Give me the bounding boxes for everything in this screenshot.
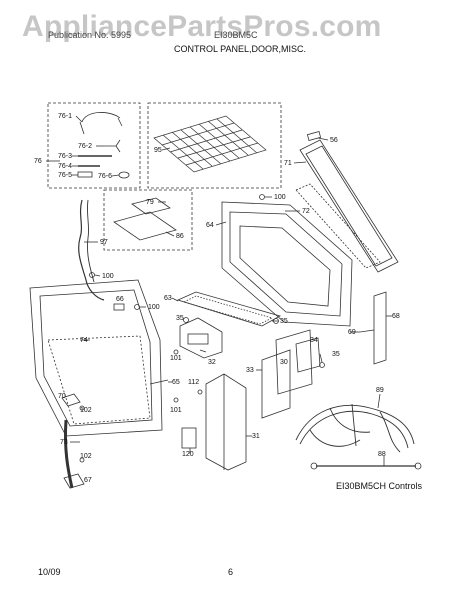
callout-120: 120 xyxy=(182,451,194,458)
callout-76-6: 76-6 xyxy=(98,173,112,180)
callout-97: 97 xyxy=(100,239,108,246)
callout-34: 34 xyxy=(310,337,318,344)
model-caption: EI30BM5CH Controls xyxy=(336,481,423,491)
callout-95: 95 xyxy=(154,147,162,154)
screw-100-b xyxy=(89,272,95,278)
callout-63: 63 xyxy=(164,295,172,302)
wire-harness-97 xyxy=(78,199,105,301)
callout-102-b: 102 xyxy=(80,453,92,460)
wiring-harness-89 xyxy=(295,403,415,453)
vent-strip-63 xyxy=(176,291,282,327)
screw-101-a xyxy=(173,349,179,355)
part-76-6 xyxy=(118,171,130,179)
callout-76-5: 76-5 xyxy=(58,172,72,179)
callout-76: 76 xyxy=(34,158,42,165)
callout-67: 67 xyxy=(84,477,92,484)
callout-35-a: 35 xyxy=(280,318,288,325)
screw-100-a xyxy=(259,194,265,200)
callout-73: 73 xyxy=(60,439,68,446)
accessory-kit-box xyxy=(47,102,141,189)
watermark-logo: AppliancePartsPros.com xyxy=(22,10,382,43)
callout-69: 69 xyxy=(348,329,356,336)
callout-88: 88 xyxy=(378,451,386,458)
outer-door-74 xyxy=(29,279,163,437)
callout-101-b: 101 xyxy=(170,407,182,414)
manual-79 xyxy=(131,197,171,215)
handle-73 xyxy=(63,419,74,489)
rack-box xyxy=(147,102,282,189)
screw-35-b xyxy=(183,317,189,323)
part-76-5 xyxy=(77,171,93,178)
callout-76-1: 76-1 xyxy=(58,113,72,120)
bracket-33 xyxy=(261,349,291,419)
callout-102-a: 102 xyxy=(80,407,92,414)
glass-72 xyxy=(295,183,381,269)
screw-35-c xyxy=(319,362,325,368)
callout-86: 86 xyxy=(176,233,184,240)
callout-56: 56 xyxy=(330,137,338,144)
screw-112 xyxy=(197,389,203,395)
label-120 xyxy=(181,427,197,449)
footer-date: 10/09 xyxy=(38,567,61,577)
callout-70: 70 xyxy=(58,393,66,400)
footer-page-number: 6 xyxy=(228,567,234,577)
screw-102-a xyxy=(79,405,85,411)
oven-rack xyxy=(153,115,267,173)
callout-35-b: 35 xyxy=(176,315,184,322)
publication-number: Publication No. 5995 xyxy=(48,30,132,40)
side-bracket-68 xyxy=(373,291,387,365)
callout-33: 33 xyxy=(246,367,254,374)
model-number: EI30BM5C xyxy=(214,30,258,40)
callout-30: 30 xyxy=(280,359,288,366)
callout-100-a: 100 xyxy=(274,194,286,201)
part-56 xyxy=(306,131,322,141)
callout-89: 89 xyxy=(376,387,384,394)
screw-101-b xyxy=(173,397,179,403)
callout-101-a: 101 xyxy=(170,355,182,362)
part-69 xyxy=(359,329,375,333)
end-cap-67 xyxy=(63,473,85,489)
manual-86 xyxy=(113,211,177,241)
callout-79: 79 xyxy=(146,199,154,206)
panel-30 xyxy=(275,329,313,395)
manual-box xyxy=(103,189,193,251)
part-65 xyxy=(149,379,169,385)
callout-100-c: 100 xyxy=(148,304,160,311)
callout-32: 32 xyxy=(208,359,216,366)
control-housing-31 xyxy=(205,373,247,471)
callout-71: 71 xyxy=(284,160,292,167)
probe-cable xyxy=(81,112,121,123)
callout-112: 112 xyxy=(188,379,199,386)
part-34 xyxy=(295,337,321,373)
handle-bracket-70 xyxy=(61,393,81,407)
door-frame-71 xyxy=(299,139,399,273)
callout-76-4: 76-4 xyxy=(58,163,72,170)
screw-102-b xyxy=(79,457,85,463)
part-76-2 xyxy=(104,139,121,153)
callout-65: 65 xyxy=(172,379,180,386)
control-board-32 xyxy=(179,317,223,359)
callout-31: 31 xyxy=(252,433,260,440)
part-66 xyxy=(113,303,125,311)
callout-76-3: 76-3 xyxy=(58,153,72,160)
callout-66: 66 xyxy=(116,296,124,303)
callout-100-b: 100 xyxy=(102,273,114,280)
callout-35-c: 35 xyxy=(332,351,340,358)
callout-74: 74 xyxy=(80,337,88,344)
callout-64: 64 xyxy=(206,222,214,229)
callout-68: 68 xyxy=(392,313,400,320)
callout-72: 72 xyxy=(302,208,310,215)
section-title: CONTROL PANEL,DOOR,MISC. xyxy=(174,44,307,54)
inner-door-64 xyxy=(221,201,353,327)
callout-76-2: 76-2 xyxy=(78,143,92,150)
